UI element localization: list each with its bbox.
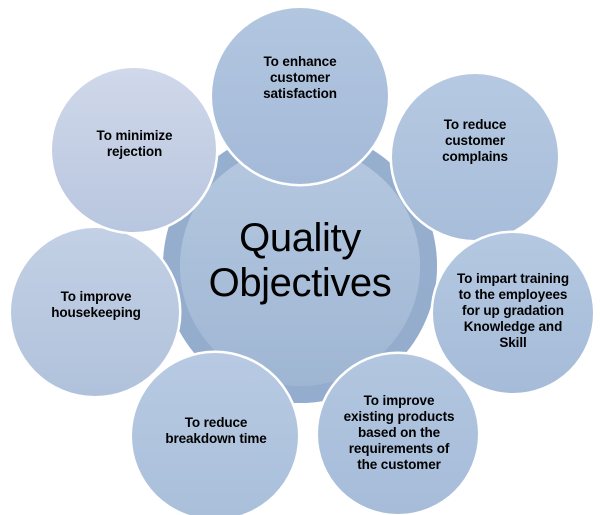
satellite-circle-improve-existing-products[interactable] bbox=[318, 354, 478, 514]
satellite-circle-reduce-breakdown-time[interactable] bbox=[132, 353, 298, 515]
satellite-circle-group bbox=[8, 5, 596, 515]
satellite-circle-reduce-customer-complains[interactable] bbox=[392, 74, 558, 240]
hub-shading-group bbox=[163, 129, 437, 403]
satellite-circle-improve-housekeeping[interactable] bbox=[11, 228, 179, 396]
hub-inner-highlight bbox=[180, 146, 420, 386]
satellite-circle-impart-training-employees[interactable] bbox=[433, 233, 593, 393]
hub-circle-group bbox=[163, 129, 437, 403]
satellite-circle-enhance-customer-satisfaction[interactable] bbox=[212, 8, 388, 184]
satellite-circle-minimize-rejection[interactable] bbox=[52, 68, 216, 232]
